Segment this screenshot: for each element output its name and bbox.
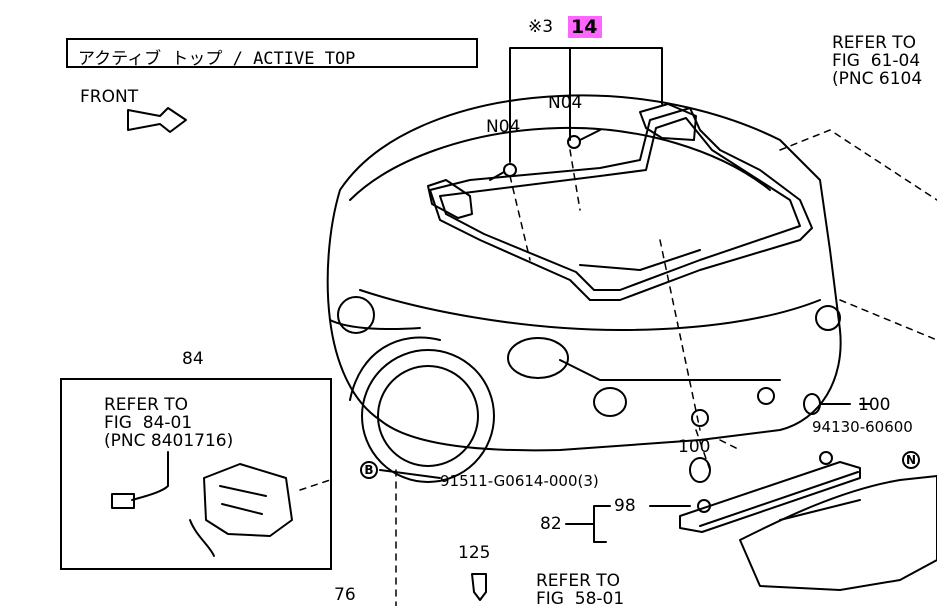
- clip-n: [819, 451, 833, 465]
- refer-top-right-line1[interactable]: REFER TO: [832, 33, 917, 53]
- refer-bottom-line1[interactable]: REFER TO: [536, 571, 621, 591]
- lamp-right: [815, 305, 841, 331]
- cable: [131, 451, 169, 501]
- moulding-strip: [679, 461, 861, 533]
- inset-refer-line2[interactable]: FIG 84-01: [104, 413, 193, 433]
- lock-assembly: [203, 463, 293, 537]
- under-panel: [739, 475, 937, 591]
- bolt-125: [471, 573, 487, 601]
- title-box: アクティブ トップ / ACTIVE TOP: [66, 38, 478, 69]
- marker-b: B: [360, 461, 378, 479]
- part-number-98[interactable]: 98: [614, 496, 636, 516]
- marker-n: N: [902, 451, 920, 469]
- weatherstrip-outer: [429, 107, 813, 301]
- part-number-94130[interactable]: 94130-60600: [812, 418, 913, 436]
- part-number-91511[interactable]: 91511-G0614-000(3): [440, 472, 599, 490]
- inset-refer-line1[interactable]: REFER TO: [104, 395, 189, 415]
- refer-bottom-line2[interactable]: FIG 58-01: [536, 589, 625, 609]
- headlight-left: [337, 296, 375, 334]
- part-number-14: 14: [571, 16, 598, 38]
- n04-label-left: N04: [486, 117, 521, 137]
- clip-98: [697, 499, 711, 513]
- lamp-center: [507, 337, 569, 379]
- lamp-lower: [593, 387, 627, 417]
- connector: [111, 493, 135, 509]
- part-number-76[interactable]: 76: [334, 585, 356, 605]
- weatherstrip-inner: [439, 117, 801, 291]
- n04-label-right: N04: [548, 93, 583, 113]
- part-number-100-b[interactable]: 100: [678, 437, 711, 457]
- part-number-82[interactable]: 82: [540, 514, 562, 534]
- clip-100-a: [689, 457, 711, 483]
- wheel: [361, 349, 495, 483]
- callout-bracket-14: [509, 47, 663, 163]
- part-number-100-a[interactable]: 100: [858, 395, 891, 415]
- callout-mark: ※3: [528, 17, 554, 37]
- seal-left: [427, 179, 473, 219]
- screw-left: [503, 163, 517, 177]
- screw-right: [567, 135, 581, 149]
- callout-highlight[interactable]: 14: [568, 16, 602, 38]
- inset-box-84: [60, 378, 332, 570]
- part-number-125[interactable]: 125: [458, 543, 491, 563]
- clip-100-b: [803, 393, 821, 415]
- refer-top-right-line2[interactable]: FIG 61-04: [832, 51, 921, 71]
- front-arrow-icon: [127, 107, 187, 133]
- front-label: FRONT: [80, 87, 139, 107]
- part-number-84: 84: [182, 349, 204, 369]
- vehicle-body: [326, 94, 842, 452]
- page-title: アクティブ トップ / ACTIVE TOP: [78, 49, 356, 69]
- inset-refer-line3[interactable]: (PNC 8401716): [104, 431, 234, 451]
- refer-top-right-line3[interactable]: (PNC 6104: [832, 69, 923, 89]
- seal-right: [639, 103, 697, 141]
